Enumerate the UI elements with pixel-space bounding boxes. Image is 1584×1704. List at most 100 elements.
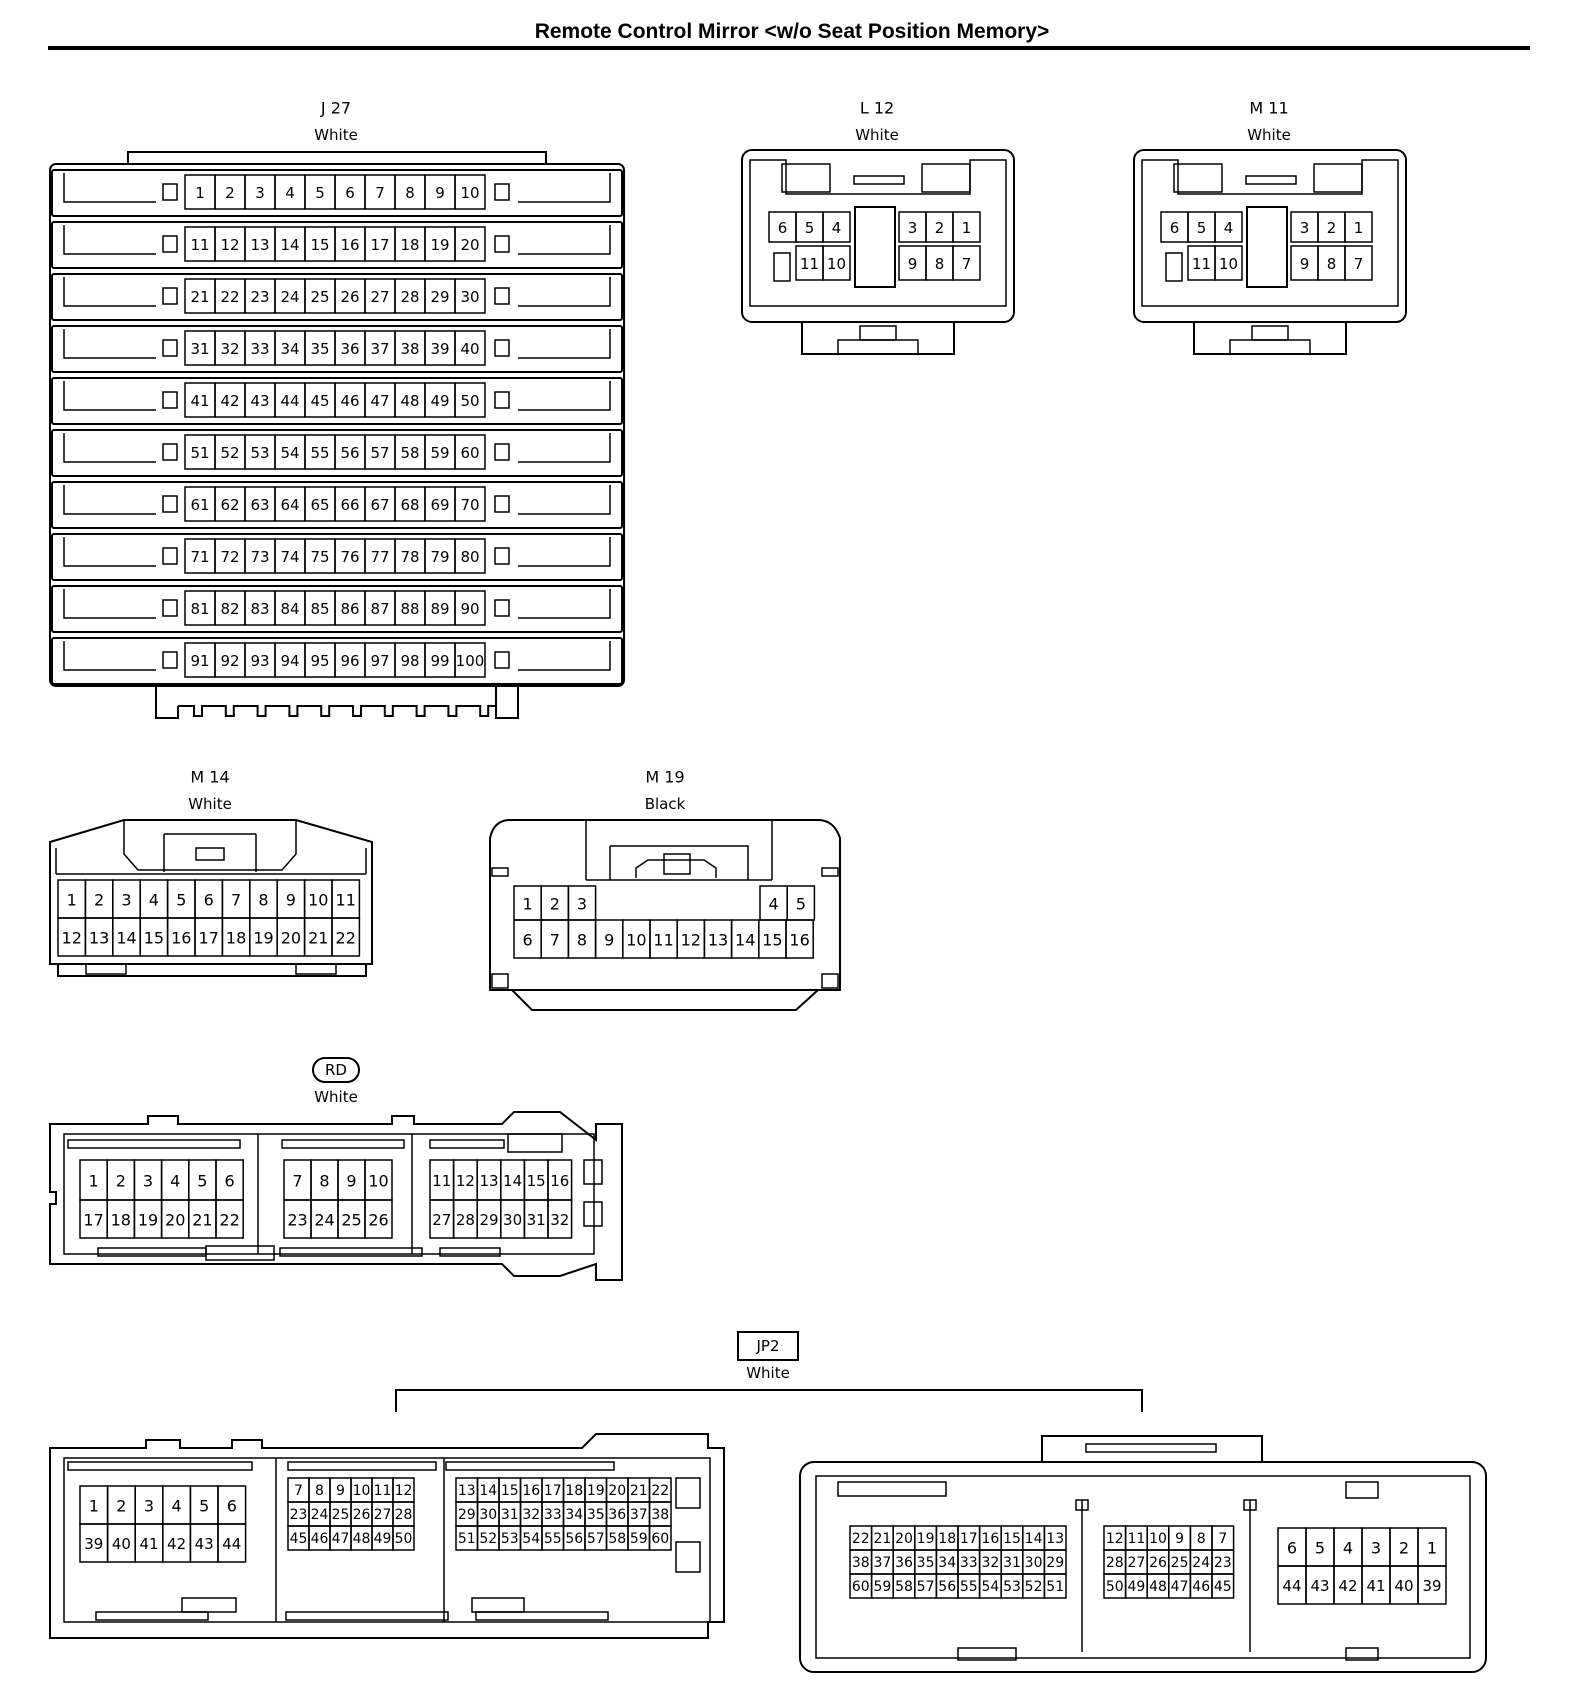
pin-number: 86 — [340, 600, 359, 618]
pin-number: 34 — [938, 1555, 956, 1571]
pin-number: 97 — [370, 652, 389, 670]
pin-number: 37 — [370, 340, 389, 358]
pin-number: 1 — [523, 895, 533, 914]
pin-number: 30 — [1025, 1555, 1043, 1571]
pin-number: 3 — [255, 184, 265, 202]
pin-number: 30 — [503, 1211, 522, 1229]
pin-number: 92 — [220, 652, 239, 670]
pin-number: 23 — [290, 1507, 308, 1523]
pin-number: 52 — [479, 1531, 497, 1547]
pin-number: 34 — [280, 340, 299, 358]
pin-number: 1 — [1427, 1539, 1437, 1558]
pin-number: 57 — [917, 1579, 935, 1595]
pin-number: 13 — [708, 931, 728, 950]
pin-number: 38 — [651, 1507, 669, 1523]
pin-number: 5 — [199, 1497, 209, 1516]
pin-number: 26 — [340, 288, 359, 306]
pin-number: 36 — [340, 340, 359, 358]
pin-number: 38 — [400, 340, 419, 358]
pin-number: 16 — [340, 236, 359, 254]
pin-number: 12 — [220, 236, 239, 254]
pin-number: 35 — [917, 1555, 935, 1571]
pin-number: 19 — [430, 236, 449, 254]
pin-number: 21 — [873, 1531, 891, 1547]
pin-number: 79 — [430, 548, 449, 566]
pin-number: 11 — [336, 891, 356, 910]
pin-number: 61 — [190, 496, 209, 514]
pin-number: 9 — [336, 1483, 345, 1499]
pin-number: 27 — [1127, 1555, 1145, 1571]
pin-number: 8 — [315, 1483, 324, 1499]
pin-number: 19 — [253, 929, 273, 948]
pin-number: 32 — [522, 1507, 540, 1523]
pin-number: 14 — [116, 929, 136, 948]
connector-code: JP2 — [755, 1337, 779, 1355]
pin-number: 51 — [190, 444, 209, 462]
pin-number: 5 — [197, 1172, 207, 1191]
connector-code: M 11 — [1249, 99, 1288, 118]
pin-number: 2 — [550, 895, 560, 914]
pin-number: 49 — [374, 1531, 392, 1547]
pin-number: 17 — [199, 929, 219, 948]
pin-number: 54 — [280, 444, 299, 462]
pin-number: 8 — [1197, 1531, 1206, 1547]
pin-number: 14 — [1025, 1531, 1043, 1547]
pin-number: 4 — [769, 895, 779, 914]
pin-number: 83 — [250, 600, 269, 618]
pin-number: 98 — [400, 652, 419, 670]
pin-number: 7 — [1354, 255, 1364, 273]
pin-number: 11 — [190, 236, 209, 254]
pin-number: 21 — [308, 929, 328, 948]
pin-number: 17 — [370, 236, 389, 254]
pin-number: 16 — [171, 929, 191, 948]
pin-number: 5 — [796, 895, 806, 914]
connector-code: M 14 — [190, 768, 229, 787]
pin-number: 25 — [332, 1507, 350, 1523]
pin-number: 53 — [250, 444, 269, 462]
pin-number: 91 — [190, 652, 209, 670]
pin-number: 10 — [308, 891, 328, 910]
pin-number: 3 — [143, 1172, 153, 1191]
pin-number: 30 — [460, 288, 479, 306]
pin-number: 55 — [310, 444, 329, 462]
connector-code: M 19 — [645, 768, 684, 787]
pin-number: 33 — [544, 1507, 562, 1523]
pin-number: 17 — [960, 1531, 978, 1547]
pin-number: 38 — [852, 1555, 870, 1571]
pin-number: 12 — [62, 929, 82, 948]
pin-number: 9 — [1175, 1531, 1184, 1547]
pin-number: 57 — [587, 1531, 605, 1547]
pin-number: 13 — [479, 1172, 498, 1190]
pin-number: 2 — [935, 219, 945, 237]
pin-number: 12 — [1106, 1531, 1124, 1547]
pin-number: 58 — [895, 1579, 913, 1595]
pin-number: 25 — [1171, 1555, 1189, 1571]
pin-number: 31 — [1003, 1555, 1021, 1571]
pin-number: 51 — [1046, 1579, 1064, 1595]
pin-number: 31 — [501, 1507, 519, 1523]
pin-number: 62 — [220, 496, 239, 514]
pin-number: 48 — [400, 392, 419, 410]
pin-number: 12 — [456, 1172, 475, 1190]
pin-number: 50 — [460, 392, 479, 410]
pin-number: 29 — [479, 1211, 498, 1229]
pin-number: 28 — [1106, 1555, 1124, 1571]
pin-number: 48 — [353, 1531, 371, 1547]
pin-number: 54 — [522, 1531, 540, 1547]
pin-number: 71 — [190, 548, 209, 566]
connector-color: White — [188, 795, 232, 813]
pin-number: 14 — [280, 236, 299, 254]
pin-number: 24 — [314, 1211, 334, 1230]
pin-number: 7 — [375, 184, 385, 202]
pin-number: 47 — [332, 1531, 350, 1547]
pin-number: 2 — [225, 184, 235, 202]
pin-number: 45 — [290, 1531, 308, 1547]
pin-number: 10 — [626, 931, 646, 950]
pin-number: 19 — [138, 1211, 158, 1230]
pin-number: 43 — [195, 1535, 214, 1553]
